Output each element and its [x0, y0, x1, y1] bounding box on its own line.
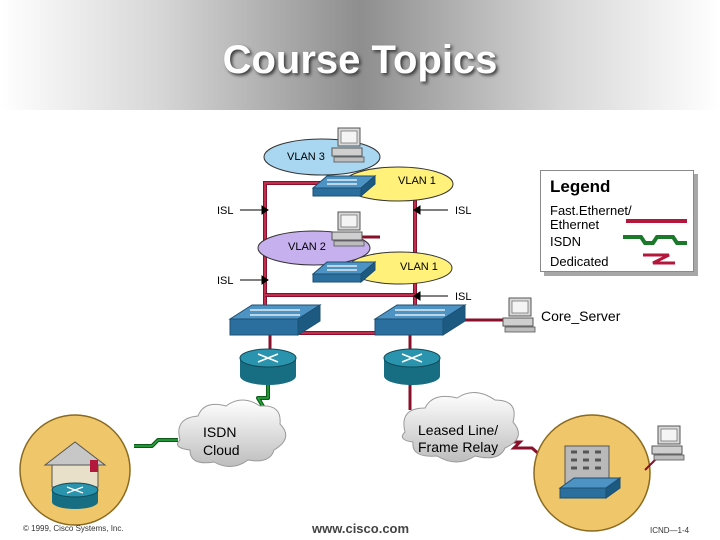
branch-pc-icon — [651, 425, 685, 461]
footer-slide-id: ICND—1-4 — [650, 526, 690, 535]
page-title: Course Topics — [222, 38, 498, 82]
core-server-label: Core_Server — [541, 308, 621, 324]
branch-switch-icon — [558, 477, 622, 499]
legend-isdn-label: ISDN — [550, 234, 582, 249]
leased-line-label-line1: Leased Line/ — [418, 422, 498, 438]
isl-label-bottom: ISL — [455, 291, 472, 303]
legend-isdn-swatch — [623, 235, 687, 245]
remote-branch-site — [533, 414, 651, 532]
core-switch-left-icon — [228, 304, 322, 336]
isl-label-left-lower: ISL — [217, 275, 234, 287]
footer-copyright: © 1999, Cisco Systems, Inc. — [23, 524, 124, 533]
router-right-icon — [383, 348, 441, 385]
leased-line-label-line2: Frame Relay — [418, 439, 498, 455]
legend-swatches — [623, 219, 687, 265]
router-left-icon — [239, 348, 297, 385]
legend-dedicated-swatch — [643, 253, 675, 265]
legend: Legend Fast.Ethernet/ Ethernet ISDN Dedi… — [540, 170, 694, 272]
legend-dedicated-label: Dedicated — [550, 254, 609, 269]
core-server-icon — [502, 297, 536, 333]
vlan1-bottom-label: VLAN 1 — [400, 261, 438, 273]
isl-label-right-upper: ISL — [455, 205, 472, 217]
home-router-icon — [51, 482, 99, 509]
isl-arrows — [240, 205, 448, 301]
vlan2-label: VLAN 2 — [288, 241, 326, 253]
title-banner — [0, 0, 720, 110]
vlan3-label: VLAN 3 — [287, 151, 325, 163]
legend-fast-ethernet-label: Fast.Ethernet/ Ethernet — [550, 203, 632, 232]
vlan1-top-label: VLAN 1 — [398, 175, 436, 187]
leased-line-cloud — [401, 392, 519, 463]
footer-website[interactable]: www.cisco.com — [312, 521, 410, 536]
isdn-cloud-label-line2: Cloud — [203, 442, 240, 458]
remote-home-site — [19, 414, 131, 526]
isl-label-left-upper: ISL — [217, 205, 234, 217]
core-switch-right-icon — [373, 304, 467, 336]
isdn-cloud — [177, 399, 287, 467]
legend-title: Legend — [550, 177, 611, 196]
isdn-cloud-label-line1: ISDN — [203, 424, 236, 440]
vlan2-pc-icon — [331, 211, 365, 247]
